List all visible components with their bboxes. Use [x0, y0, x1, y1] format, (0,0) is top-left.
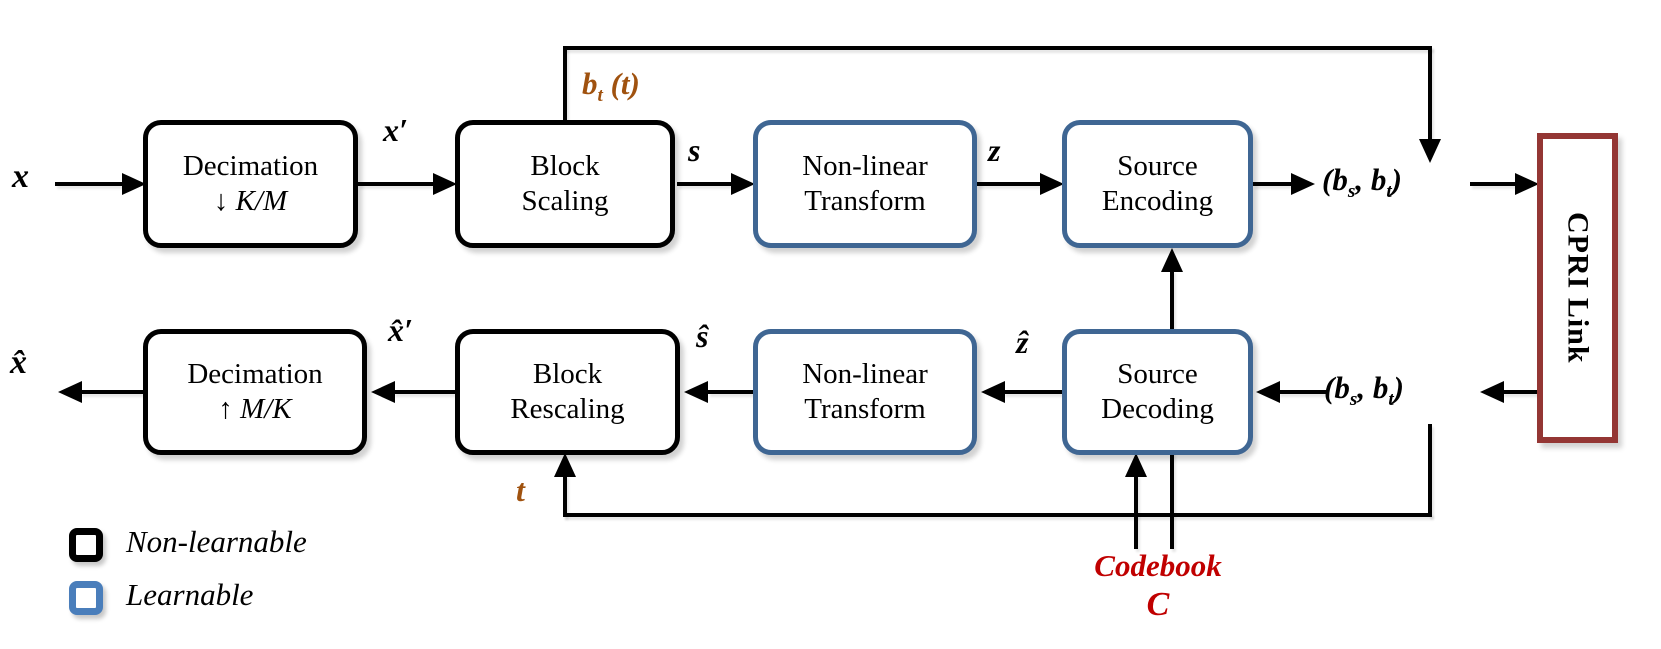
arrow-scaling-to-nlt-line [677, 182, 733, 186]
block-scaling: Block Scaling [455, 120, 675, 248]
bsbt-mid: , b [1355, 162, 1387, 197]
nlt-bottom-line1: Non-linear [802, 357, 928, 390]
signal-label-x-prime: x′ [383, 112, 408, 148]
nlt-top-line1: Non-linear [802, 149, 928, 182]
source-encoding-line2: Encoding [1101, 185, 1214, 217]
arrowhead-bsbt-to-cpri [1515, 173, 1539, 195]
codebook-to-source-decoding-line [1134, 475, 1138, 549]
arrowhead-nlt-to-rescaling [684, 381, 708, 403]
bsbt-close: ) [1391, 162, 1402, 197]
arrowhead-decoding-to-nlt [981, 381, 1005, 403]
signal-label-bsbt-bottom: (bs, bt) [1324, 370, 1404, 411]
feedback-top-drop-line [1428, 46, 1432, 139]
arrowhead-nlt-to-encoding [1040, 173, 1064, 195]
signal-label-bsbt-top: (bs, bt) [1322, 162, 1402, 203]
block-decimation-up-line2: ↑ M/K [218, 392, 291, 427]
nlt-bottom-line2: Transform [804, 393, 926, 425]
block-nonlinear-transform-bottom: Non-linear Transform [753, 329, 977, 455]
arrowhead-decimation-to-xhat [58, 381, 82, 403]
up-arrow-glyph: ↑ [218, 393, 233, 425]
arrow-nlt-to-rescaling-line [708, 390, 753, 394]
arrowhead-up-to-source-decoding [1125, 453, 1147, 477]
arrowhead-decimation-to-scaling [433, 173, 457, 195]
block-decimation-down-line1: Decimation [182, 149, 319, 182]
block-rescaling-line1: Block [532, 357, 603, 390]
bsbt-open: (b [1322, 162, 1348, 197]
signal-label-x-hat: x̂ [10, 344, 27, 381]
cpri-link-label: CPRI Link [1561, 212, 1595, 364]
bt-open: ( [602, 66, 621, 101]
block-nonlinear-transform-top: Non-linear Transform [753, 120, 977, 248]
block-source-decoding: Source Decoding [1062, 329, 1253, 455]
bsbt-sub2-2: t [1388, 389, 1394, 411]
feedback-top-riser-line [563, 46, 567, 120]
bt-sub: t [597, 85, 603, 107]
legend-swatch-learnable [69, 581, 103, 615]
block-decimation-up-line1: Decimation [187, 357, 323, 390]
nlt-top-line2: Transform [804, 185, 926, 217]
block-rescaling: Block Rescaling [455, 329, 680, 455]
block-source-encoding: Source Encoding [1062, 120, 1253, 248]
bsbt-sub2: t [1386, 181, 1392, 203]
arrowhead-up-to-source-encoding [1161, 248, 1183, 272]
arrow-rescaling-to-decimation-line [393, 390, 455, 394]
signal-label-s: s [688, 132, 701, 168]
legend-swatch-non-learnable [69, 528, 103, 562]
arrowhead-x-to-decimation [122, 173, 146, 195]
arrow-decimation-to-xhat-line [80, 390, 143, 394]
block-decimation-up: Decimation ↑ M/K [143, 329, 367, 455]
block-decimation-down: Decimation ↓ K/M [143, 120, 358, 248]
source-decoding-line2: Decoding [1101, 393, 1214, 425]
signal-label-t: t [516, 472, 525, 508]
arrow-bsbt-to-cpri-line [1470, 182, 1517, 186]
arrowhead-up-to-block-rescaling [554, 453, 576, 477]
block-cpri-link: CPRI Link [1537, 133, 1618, 443]
block-scaling-line2: Scaling [521, 185, 609, 217]
arrowhead-scaling-to-nlt [731, 173, 755, 195]
arrow-bsbt-to-decoding-line [1278, 390, 1328, 394]
codebook-symbol: C [1146, 586, 1170, 623]
signal-label-z: z [988, 132, 1001, 168]
block-rescaling-line2: Rescaling [510, 393, 625, 425]
source-encoding-line1: Source [1117, 149, 1198, 182]
bsbt-sub1-2: s [1349, 389, 1358, 411]
block-scaling-line1: Block [530, 149, 600, 182]
legend-label-learnable: Learnable [126, 577, 254, 612]
arrowhead-bsbt-to-decoding [1256, 381, 1280, 403]
source-decoding-line1: Source [1117, 357, 1198, 390]
signal-label-x-hat-prime: x̂′ [388, 312, 413, 348]
arrow-x-to-decimation-line [55, 182, 124, 186]
down-arrow-glyph: ↓ [213, 185, 229, 217]
arrowhead-rescaling-to-decimation [371, 381, 395, 403]
arrow-nlt-to-encoding-line [977, 182, 1042, 186]
bt-close: ) [629, 66, 640, 101]
legend-label-non-learnable: Non-learnable [126, 524, 307, 559]
arrow-decimation-to-scaling-line [358, 182, 435, 186]
feedback-bottom-riser-line [563, 475, 567, 517]
arrow-cpri-to-bsbt-line [1502, 390, 1537, 394]
signal-label-bt-t: bt (t) [582, 66, 640, 107]
signal-label-s-hat: ŝ [696, 318, 709, 354]
ratio-mk: M/K [240, 393, 292, 425]
arrow-encoding-to-bsbt-line [1253, 182, 1293, 186]
arrowhead-encoding-to-bsbt [1291, 173, 1315, 195]
ratio-km: K/M [235, 185, 288, 217]
bsbt-close-2: ) [1393, 370, 1404, 405]
arrowhead-cpri-to-bsbt [1480, 381, 1504, 403]
feedback-top-horizontal-line [563, 46, 1432, 50]
block-decimation-down-line2: ↓ K/M [214, 184, 287, 219]
arrowhead-down-to-bsbt [1419, 139, 1441, 163]
bsbt-sub1: s [1347, 181, 1356, 203]
bsbt-mid-2: , b [1357, 370, 1389, 405]
feedback-bottom-drop-line [1428, 424, 1432, 516]
arrow-decoding-to-nlt-line [1003, 390, 1062, 394]
feedback-bottom-horizontal-line [563, 513, 1432, 517]
bt-base: b [582, 66, 598, 101]
codebook-label: Codebook [1094, 548, 1222, 583]
signal-label-x: x [12, 158, 29, 195]
bt-tsym: t [620, 66, 630, 101]
bsbt-open-2: (b [1324, 370, 1350, 405]
signal-label-z-hat: ẑ [1016, 324, 1029, 360]
